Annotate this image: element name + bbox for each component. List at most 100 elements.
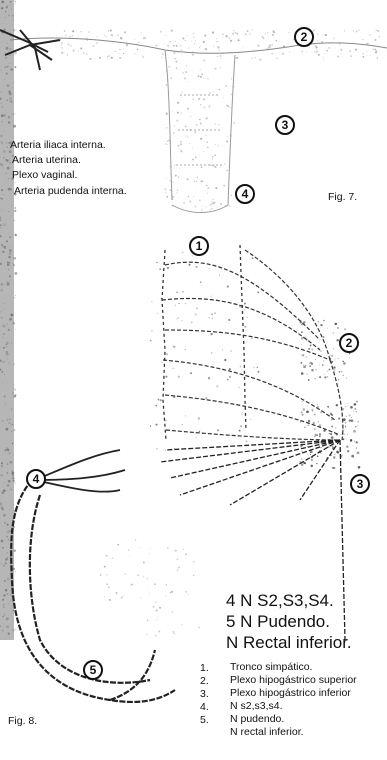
stipple-dot	[192, 51, 193, 52]
stipple-dot	[149, 553, 150, 554]
stipple-dot	[15, 113, 16, 114]
stipple-dot	[319, 376, 321, 378]
stipple-dot	[166, 84, 167, 85]
stipple-dot	[217, 429, 219, 431]
stipple-dot	[301, 451, 302, 452]
stipple-dot	[182, 72, 183, 73]
stipple-dot	[3, 157, 5, 159]
stipple-dot	[61, 44, 62, 45]
stipple-dot	[192, 255, 193, 256]
stipple-dot	[200, 123, 202, 125]
stipple-dot	[205, 397, 207, 399]
stipple-dot	[323, 360, 324, 361]
stipple-dot	[176, 319, 177, 320]
stipple-dot	[4, 639, 5, 640]
fig8-list-number: 5.	[200, 714, 209, 726]
stipple-dot	[333, 366, 335, 368]
stipple-dot	[178, 567, 180, 569]
stipple-dot	[335, 54, 336, 55]
stipple-dot	[317, 455, 319, 457]
stipple-dot	[8, 116, 11, 119]
stipple-dot	[303, 321, 305, 323]
stipple-dot	[257, 45, 259, 47]
stipple-dot	[156, 448, 158, 450]
stipple-dot	[86, 38, 88, 40]
stipple-dot	[8, 269, 9, 270]
stipple-dot	[243, 47, 244, 48]
stipple-dot	[64, 30, 65, 31]
stipple-dot	[213, 53, 214, 54]
stipple-dot	[69, 36, 71, 38]
stipple-dot	[338, 418, 340, 420]
stipple-dot	[211, 201, 212, 202]
stipple-dot	[193, 196, 194, 197]
stipple-dot	[219, 89, 220, 90]
stipple-dot	[354, 408, 356, 410]
stipple-dot	[2, 325, 5, 328]
stipple-dot	[8, 188, 11, 191]
stipple-dot	[230, 52, 232, 54]
stipple-dot	[215, 187, 217, 189]
stipple-dot	[96, 36, 97, 37]
stipple-dot	[143, 576, 144, 577]
stipple-dot	[188, 47, 189, 48]
stipple-dot	[224, 359, 226, 361]
stipple-dot	[176, 67, 177, 68]
stipple-dot	[220, 203, 222, 205]
stipple-dot	[331, 436, 334, 439]
stipple-dot	[238, 39, 240, 41]
stipple-dot	[118, 53, 119, 54]
stipple-dot	[373, 45, 374, 46]
stipple-dot	[218, 124, 219, 125]
stipple-dot	[14, 482, 15, 483]
fig8-list-number: 3.	[200, 688, 209, 700]
stipple-dot	[181, 624, 182, 625]
stipple-dot	[176, 45, 178, 47]
stipple-dot	[144, 37, 146, 39]
stipple-dot	[6, 73, 8, 75]
stipple-dot	[6, 625, 9, 628]
stipple-dot	[13, 610, 15, 612]
stipple-dot	[267, 32, 269, 34]
stipple-dot	[207, 147, 208, 148]
stipple-dot	[12, 477, 14, 479]
stipple-dot	[196, 186, 197, 187]
stipple-dot	[185, 415, 186, 416]
stipple-dot	[311, 459, 313, 461]
stipple-dot	[78, 51, 79, 52]
stipple-dot	[172, 368, 174, 370]
stipple-dot	[230, 107, 231, 108]
stipple-dot	[206, 185, 207, 186]
stipple-dot	[2, 23, 3, 24]
stipple-dot	[177, 190, 178, 191]
stipple-dot	[356, 401, 358, 403]
stipple-dot	[157, 616, 158, 617]
fig8-sympathetic-trunks	[162, 245, 246, 440]
stipple-dot	[0, 224, 2, 226]
stipple-dot	[195, 157, 197, 159]
stipple-dot	[177, 60, 178, 61]
stipple-dot	[302, 414, 304, 416]
stipple-dot	[13, 297, 15, 299]
stipple-dot	[233, 122, 235, 124]
stipple-dot	[7, 263, 10, 266]
stipple-dot	[208, 105, 210, 107]
stipple-dot	[185, 553, 187, 555]
stipple-dot	[259, 59, 261, 61]
stipple-dot	[191, 41, 192, 42]
stipple-dot	[309, 365, 311, 367]
stipple-dot	[8, 422, 10, 424]
stipple-dot	[345, 422, 347, 424]
stipple-dot	[198, 98, 200, 100]
stipple-dot	[334, 359, 335, 360]
stipple-dot	[228, 319, 230, 321]
fig7-label-3: 3	[275, 115, 295, 135]
stipple-dot	[188, 594, 189, 595]
stipple-dot	[313, 29, 315, 31]
stipple-dot	[341, 371, 343, 373]
stipple-dot	[6, 353, 9, 356]
stipple-dot	[373, 49, 375, 51]
stipple-dot	[6, 99, 8, 101]
stipple-dot	[109, 599, 111, 601]
stipple-dot	[244, 326, 246, 328]
